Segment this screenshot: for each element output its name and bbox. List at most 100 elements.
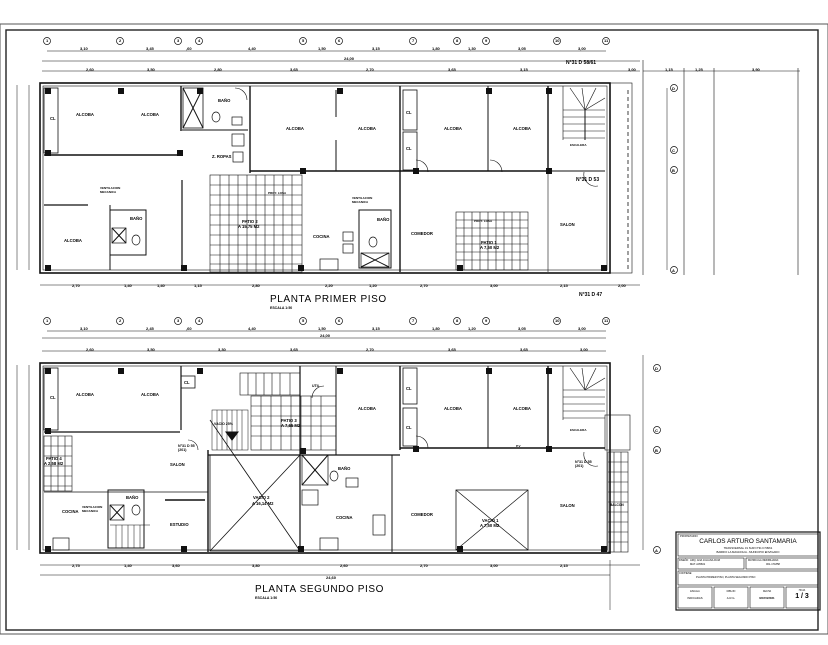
room-label: COCINA <box>62 509 79 514</box>
scale-value: INDICADAS <box>687 596 703 600</box>
room-label: ALCOBA <box>286 126 304 131</box>
dim: 1,20 <box>468 326 476 331</box>
owner-label: PROPIETARIO: <box>680 535 699 538</box>
second-floor-axis-markers <box>43 317 661 554</box>
room-label: ESCALERA <box>570 428 587 432</box>
room-label: BAÑO <box>126 495 139 500</box>
axis-label: C <box>672 148 675 153</box>
dim: 3,00 <box>628 67 636 72</box>
axis-label: 10 <box>555 38 560 43</box>
room-label: Z. ROPAS <box>212 154 232 159</box>
room-label: CL <box>406 425 412 430</box>
axis-label: 9 <box>485 318 488 323</box>
dim: 2,70 <box>366 67 374 72</box>
dim: 1,15 <box>665 67 673 72</box>
matricula-label: MATRICULA INMOBILIARIA: <box>748 559 779 562</box>
room-label: VACIO 2 <box>253 495 270 500</box>
dim: 3,30 <box>218 347 226 352</box>
axis-label: 7 <box>412 318 415 323</box>
axis-label: 3 <box>177 38 180 43</box>
room-label: CL <box>50 395 56 400</box>
axis-label: 8 <box>456 38 459 43</box>
room-label: VACIO 1 <box>482 518 499 523</box>
room-label: PATIO 4 <box>46 456 62 461</box>
note: VENTILACION MECANICA <box>82 505 103 513</box>
dim: 3,00 <box>578 326 586 331</box>
room-label: A 7,50 M2 <box>480 523 500 528</box>
room-label: CL <box>406 386 412 391</box>
dim: 2,75 <box>72 563 80 568</box>
axis-label: 5 <box>302 318 305 323</box>
note: VENTILACION MECANICA <box>100 186 121 194</box>
axis-label: B <box>672 168 675 173</box>
room-label: SALON <box>560 222 575 227</box>
axis-label: 6 <box>338 318 341 323</box>
room-label: ALCOBA <box>76 112 94 117</box>
date-value: MAYO/2021 <box>759 596 775 600</box>
room-label: CL <box>406 110 412 115</box>
axis-label: 7 <box>412 38 415 43</box>
title-block <box>675 531 821 611</box>
axis-label: 2 <box>119 318 122 323</box>
room-label: ESTUDIO <box>170 522 189 527</box>
contents-label: CONTIENE: <box>679 572 693 575</box>
room-label: ALCOBA <box>358 126 376 131</box>
dim: 3,50 <box>147 67 155 72</box>
first-floor-title: PLANTA PRIMER PISO <box>270 294 387 305</box>
second-floor-title: PLANTA SEGUNDO PISO <box>255 584 385 595</box>
room-label: A 7,65 M2 <box>281 423 301 428</box>
room-label: SALON <box>560 503 575 508</box>
dim: 2,60 <box>340 563 348 568</box>
room-label: ALCOBA <box>513 406 531 411</box>
dim: 1,50 <box>318 46 326 51</box>
note: P.V <box>516 444 521 448</box>
axis-label: A <box>655 548 658 553</box>
dim: 3,65 <box>520 347 528 352</box>
dim: 1,20 <box>369 283 377 288</box>
room-label: BAÑO <box>130 216 143 221</box>
room-label: COCINA <box>313 234 330 239</box>
dim: 3,00 <box>490 563 498 568</box>
axis-label: D <box>655 366 658 371</box>
room-label: PATIO 2 <box>242 219 258 224</box>
owner-address-1: TRANSVERSAL 31 SUR N°31 D 58/61 <box>723 546 773 550</box>
axis-label: 5 <box>302 38 305 43</box>
note: UTIL <box>312 384 320 388</box>
room-label: PATIO 1 <box>481 240 497 245</box>
dim: 3,15 <box>520 67 528 72</box>
dim: 1,40 <box>124 283 132 288</box>
sheet-value: 1 / 3 <box>795 593 809 600</box>
dim: ,60 <box>186 46 192 51</box>
room-label: ALCOBA <box>444 126 462 131</box>
room-label: CL <box>184 380 190 385</box>
drawn-value: A.R.G. <box>726 596 736 600</box>
dim: 3,80 <box>252 563 260 568</box>
dim: 1,40 <box>124 563 132 568</box>
room-label: A 7,50 M2 <box>480 245 500 250</box>
title-block-text: PROPIETARIO: CARLOS ARTURO SANTAMARIA TR… <box>676 532 820 610</box>
axis-label: 9 <box>485 38 488 43</box>
dim: 3,15 <box>372 46 380 51</box>
dim: 3,15 <box>372 326 380 331</box>
second-floor-scale: ESCALA 1:50 <box>255 596 278 600</box>
dim: 2,20 <box>325 283 333 288</box>
dim: 3,00 <box>578 46 586 51</box>
matricula-value: 001-171858 <box>766 563 780 566</box>
dim: 1,40 <box>157 283 165 288</box>
room-label: ALCOBA <box>141 392 159 397</box>
first-floor-scale: ESCALA 1:50 <box>270 306 293 310</box>
room-label: PATIO 3 <box>281 418 297 423</box>
design-label: DISEÑO: <box>679 559 689 562</box>
room-label: COMEDOR <box>411 512 433 517</box>
dim: 2,70 <box>72 283 80 288</box>
axis-label: 4 <box>198 318 201 323</box>
room-label: ALCOBA <box>76 392 94 397</box>
room-label: ALCOBA <box>64 238 82 243</box>
dim: 2,15 <box>560 283 568 288</box>
axis-label: D <box>672 86 675 91</box>
dim: 3,65 <box>290 67 298 72</box>
axis-label: A <box>672 268 675 273</box>
room-label: ESCALERA <box>570 143 587 147</box>
axis-label: 6 <box>338 38 341 43</box>
dim: 3,05 <box>518 326 526 331</box>
